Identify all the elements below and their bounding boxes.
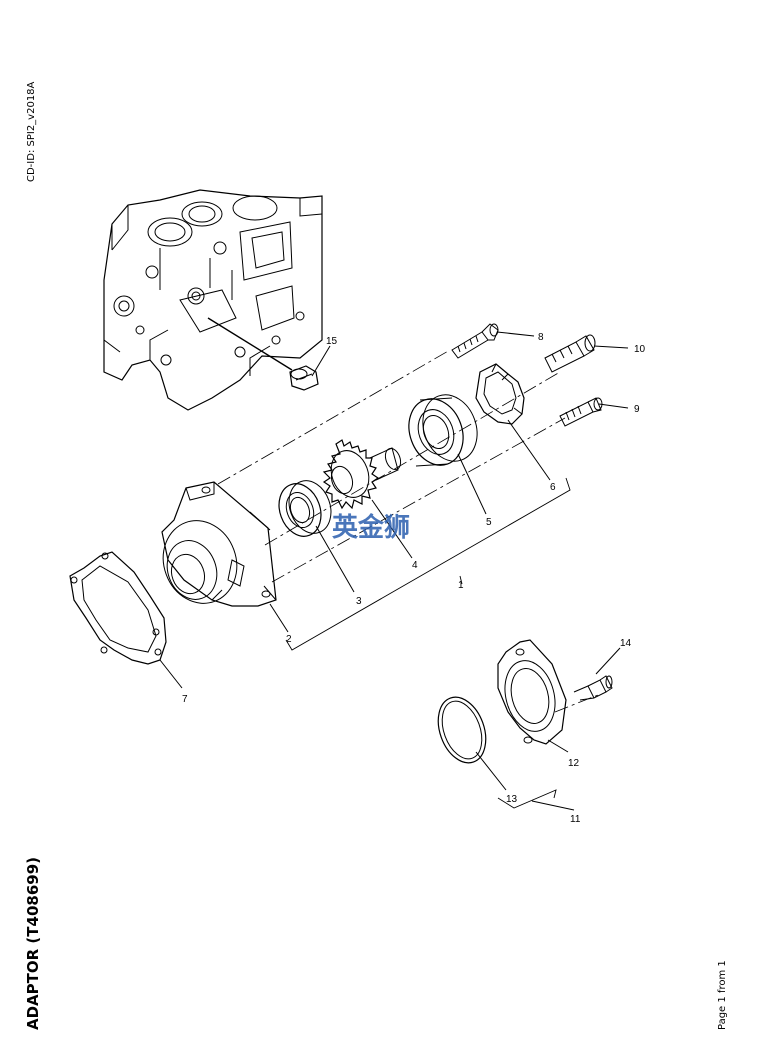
engine-block-illustration — [103, 189, 323, 411]
o-ring-part-13 — [437, 696, 487, 764]
bolt-part-10 — [544, 334, 596, 373]
callout-14: 14 — [620, 638, 632, 649]
callout-10: 10 — [634, 344, 646, 355]
callout-4: 4 — [412, 560, 418, 571]
retaining-plate-part-6 — [475, 363, 525, 425]
cover-flange-part-12 — [497, 639, 567, 745]
callout-13: 13 — [506, 794, 518, 805]
callout-12: 12 — [568, 758, 580, 769]
callout-7: 7 — [182, 694, 188, 705]
bearing-part-5 — [408, 394, 478, 467]
callout-8: 8 — [538, 332, 544, 343]
adaptor-housing-part-2 — [161, 481, 277, 607]
callout-1: 1 — [458, 580, 464, 591]
plug-part-15 — [289, 365, 319, 391]
screw-part-14 — [573, 675, 613, 701]
callout-2: 2 — [286, 634, 292, 645]
callout-6: 6 — [550, 482, 556, 493]
callout-5: 5 — [486, 517, 492, 528]
bolt-part-9 — [559, 397, 603, 427]
watermark-text: 英金狮 — [332, 512, 410, 543]
callout-3: 3 — [356, 596, 362, 607]
callout-9: 9 — [634, 404, 640, 415]
gear-part-4 — [322, 439, 402, 510]
callout-11: 11 — [570, 814, 581, 825]
bolt-part-8 — [451, 323, 499, 359]
gasket-part-7 — [69, 551, 167, 665]
callout-15: 15 — [326, 336, 338, 347]
